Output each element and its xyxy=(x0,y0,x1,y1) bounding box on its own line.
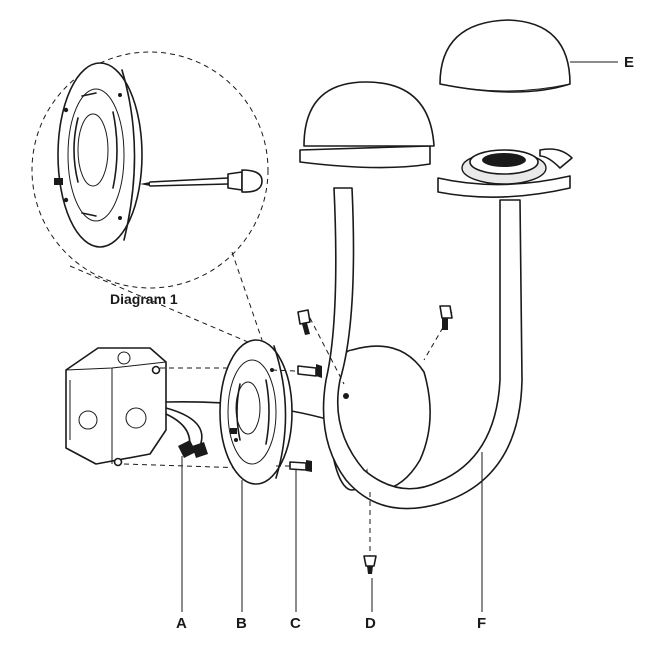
diagram-1-inset xyxy=(31,51,269,346)
inset-mounting-plate xyxy=(54,62,143,248)
mounting-plate xyxy=(219,339,293,485)
inset-screwdriver xyxy=(140,169,263,193)
diagram-1-caption: Diagram 1 xyxy=(110,291,178,307)
label-b: B xyxy=(236,615,247,632)
fixture-screws xyxy=(297,305,453,574)
dome-cover xyxy=(439,19,571,93)
label-a: A xyxy=(176,615,187,632)
fixture-arm xyxy=(299,81,573,510)
leader-lines xyxy=(181,61,618,612)
label-d: D xyxy=(365,615,376,632)
label-e: E xyxy=(624,54,635,71)
mounting-screws xyxy=(271,364,322,472)
label-f: F xyxy=(477,615,487,632)
wire-connectors xyxy=(178,440,208,458)
label-c: C xyxy=(290,615,301,632)
